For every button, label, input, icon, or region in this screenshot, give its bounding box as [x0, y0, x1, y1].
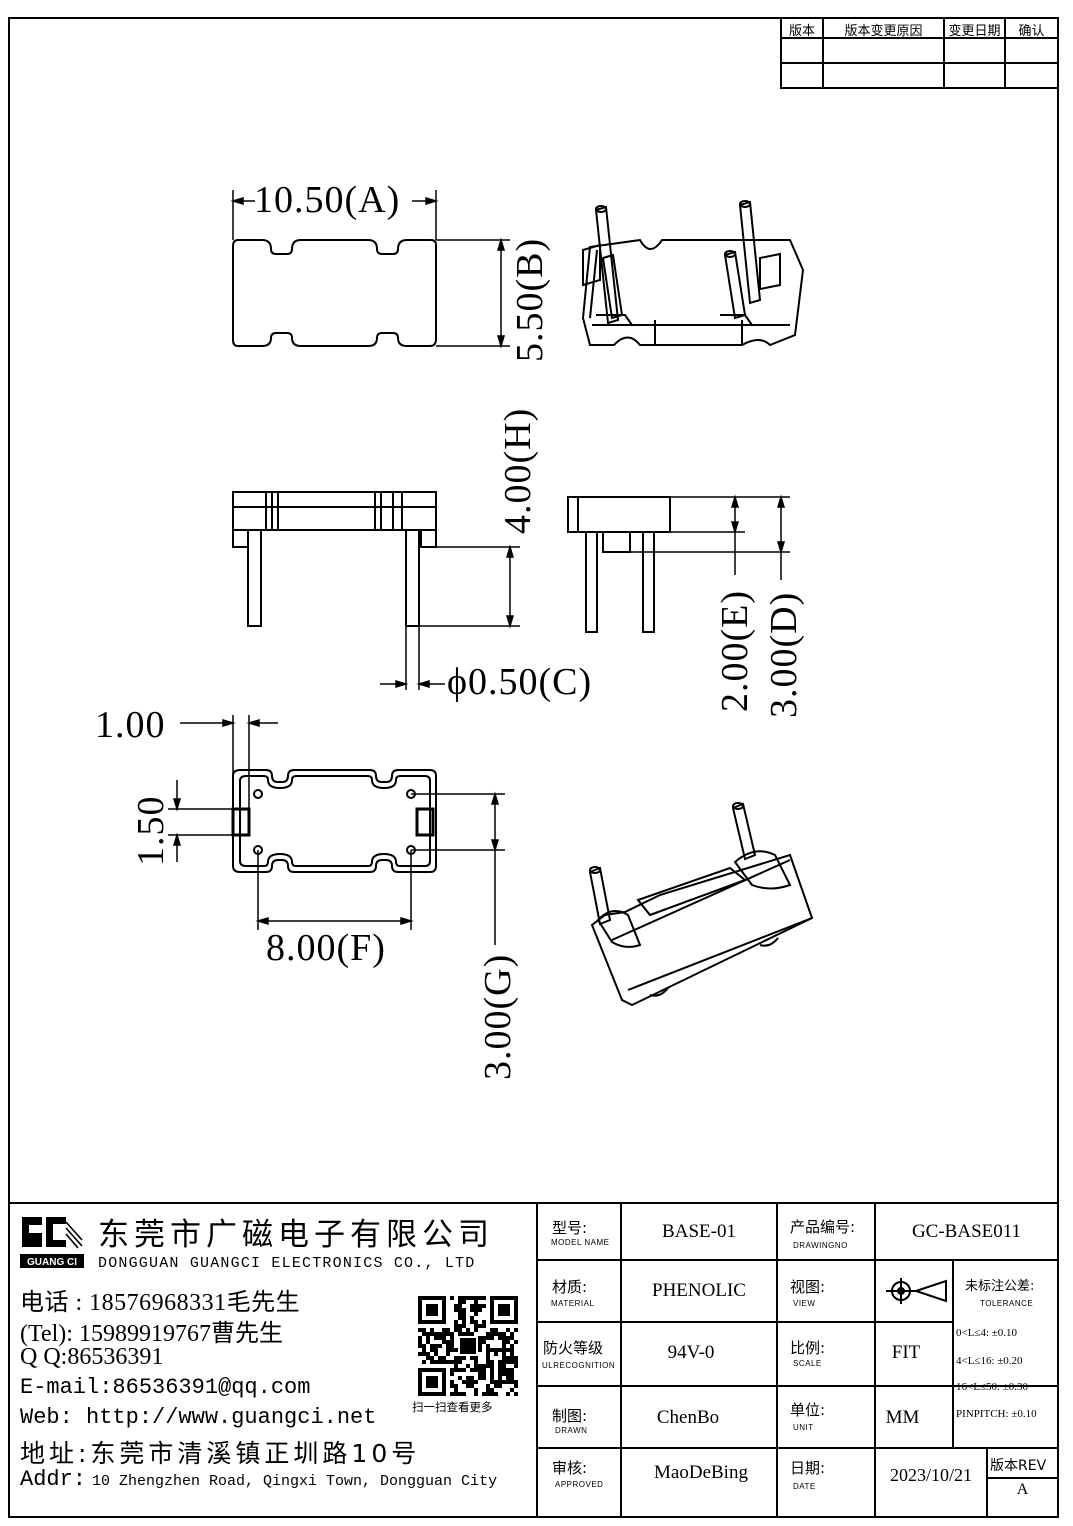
model-label: 型号:	[552, 1219, 588, 1237]
dim-pad-width-label: 1.00	[95, 704, 166, 746]
tolerance-line-4: PINPITCH: ±0.10	[956, 1408, 1037, 1420]
dim-a-label: 10.50(A)	[254, 179, 401, 221]
dim-d-label: 3.00(D)	[763, 591, 805, 718]
drawn-label: 制图:	[552, 1407, 588, 1425]
dim-h-label: 4.00(H)	[497, 407, 539, 534]
dim-bottom-lines	[168, 715, 505, 945]
sheet-border	[8, 17, 1059, 1518]
model-sub: MODEL NAME	[551, 1238, 610, 1247]
date-label: 日期:	[790, 1459, 826, 1477]
approved-sub: APPROVED	[555, 1480, 604, 1489]
rev-value: A	[1016, 1481, 1029, 1498]
fire-label: 防火等级	[543, 1339, 604, 1357]
iso-view-bottom	[588, 802, 814, 1007]
qr-code-icon	[418, 1296, 518, 1396]
revision-table	[780, 17, 1059, 89]
drawing-no-label: 产品编号:	[790, 1218, 856, 1236]
dim-b-lines	[436, 237, 510, 349]
view-sub: VIEW	[793, 1299, 816, 1308]
company-name-cn: 东莞市广磁电子有限公司	[98, 1217, 494, 1253]
approved-label: 审核:	[552, 1459, 588, 1477]
drawing-no-sub: DRAWINGNO	[793, 1241, 848, 1250]
contact-phone: 电话 : 18576968331毛先生	[20, 1290, 301, 1316]
address-en-label: Addr:	[20, 1467, 87, 1492]
tolerance-line-1: 0<L≤4: ±0.10	[956, 1327, 1018, 1339]
tolerance-line-2: 4<L≤16: ±0.20	[956, 1355, 1023, 1367]
scale-label: 比例:	[790, 1339, 826, 1357]
contact-web: Web: http://www.guangci.net	[20, 1405, 377, 1430]
dim-c-label: ϕ0.50(C)	[447, 661, 593, 703]
dim-e-label: 2.00(E)	[714, 589, 756, 712]
iso-view-top	[581, 200, 805, 347]
tolerance-sub: TOLERANCE	[980, 1299, 1034, 1308]
dim-h-lines	[419, 544, 520, 629]
contact-tel: (Tel): 15989919767曹先生	[20, 1321, 283, 1347]
material-label: 材质:	[552, 1278, 588, 1296]
model-value: BASE-01	[662, 1221, 736, 1242]
unit-value: MM	[885, 1407, 920, 1428]
dim-g-label: 3.00(G)	[477, 953, 519, 1080]
fire-sub: ULRECOGNITION	[542, 1361, 616, 1370]
rev-header-confirm: 确认	[1018, 24, 1045, 39]
tolerance-label: 未标注公差:	[965, 1279, 1035, 1294]
material-sub: MATERIAL	[551, 1299, 595, 1308]
front-view	[232, 491, 437, 627]
dim-c-lines	[380, 626, 445, 690]
logo-text: GUANG CI	[27, 1257, 77, 1268]
side-view	[567, 496, 671, 633]
drawn-sub: DRAWN	[555, 1426, 588, 1435]
rev-header-date: 变更日期	[948, 24, 1001, 39]
projection-symbol-icon	[886, 1278, 947, 1304]
company-logo-icon	[20, 1217, 84, 1268]
material-value: PHENOLIC	[652, 1280, 746, 1301]
rev-header-reason: 版本变更原因	[844, 24, 923, 39]
approved-value: MaoDeBing	[654, 1462, 748, 1483]
dim-e-d-lines	[630, 494, 790, 580]
top-view	[232, 239, 437, 347]
contact-email: E-mail:86536391@qq.com	[20, 1375, 311, 1400]
dim-a-lines	[230, 190, 439, 240]
address-en: 10 Zhengzhen Road, Qingxi Town, Dongguan…	[92, 1473, 498, 1490]
date-sub: DATE	[793, 1482, 816, 1491]
scale-sub: SCALE	[793, 1359, 822, 1368]
rev-label: 版本REV	[990, 1458, 1047, 1474]
view-label: 视图:	[790, 1278, 826, 1296]
unit-label: 单位:	[790, 1401, 826, 1419]
scale-value: FIT	[891, 1342, 921, 1363]
company-name-en: DONGGUAN GUANGCI ELECTRONICS CO., LTD	[98, 1255, 476, 1272]
fire-value: 94V-0	[667, 1342, 715, 1363]
date-value: 2023/10/21	[889, 1465, 972, 1485]
tolerance-line-3: 16<L≤50: ±0.30	[956, 1381, 1029, 1393]
dim-f-label: 8.00(F)	[266, 927, 386, 969]
address-cn: 地址:东莞市清溪镇正圳路10号	[20, 1439, 421, 1468]
bottom-view	[231, 769, 437, 873]
contact-qq: Q Q:86536391	[20, 1344, 164, 1370]
dim-pad-height-label: 1.50	[130, 795, 172, 867]
rev-header-version: 版本	[788, 24, 815, 39]
unit-sub: UNIT	[793, 1423, 814, 1432]
drawing-no-value: GC-BASE011	[911, 1221, 1022, 1242]
drawn-value: ChenBo	[656, 1407, 720, 1428]
qr-caption: 扫一扫查看更多	[412, 1400, 493, 1414]
dim-b-label: 5.50(B)	[509, 237, 551, 362]
